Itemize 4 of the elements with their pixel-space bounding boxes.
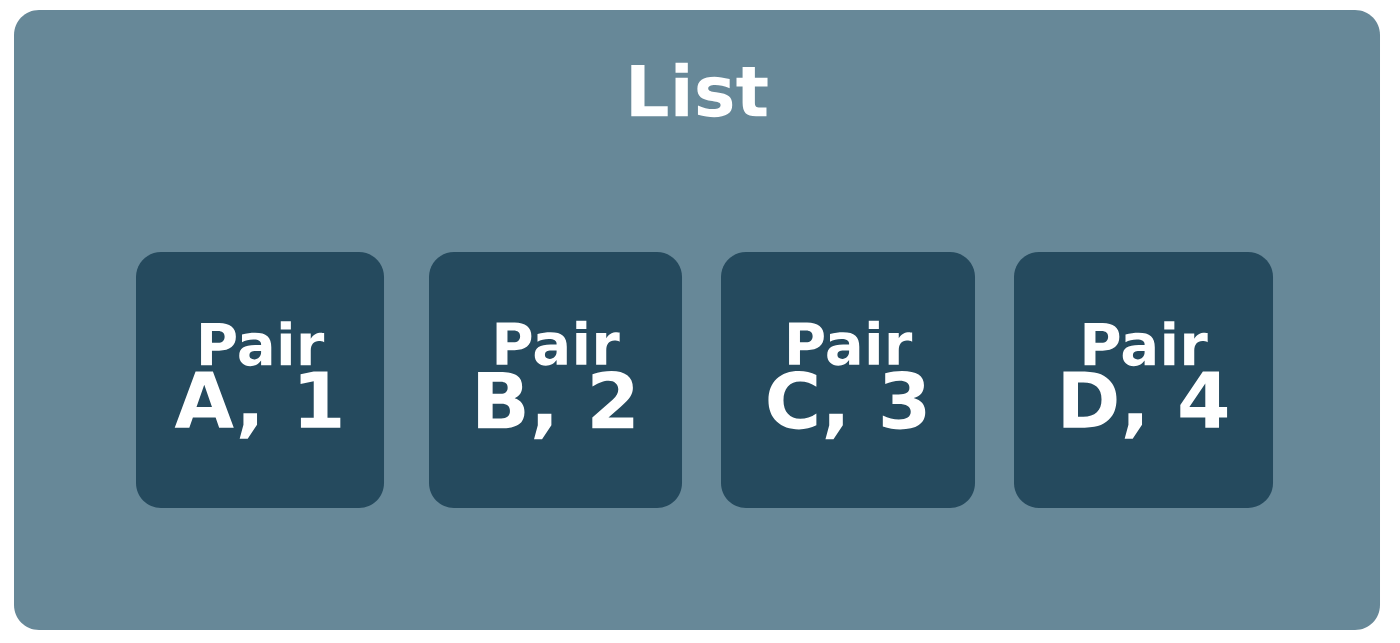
pair-box: Pair A, 1: [136, 252, 384, 508]
pair-box: Pair C, 3: [721, 252, 975, 508]
pair-box: Pair B, 2: [429, 252, 682, 508]
pair-box: Pair D, 4: [1014, 252, 1273, 508]
